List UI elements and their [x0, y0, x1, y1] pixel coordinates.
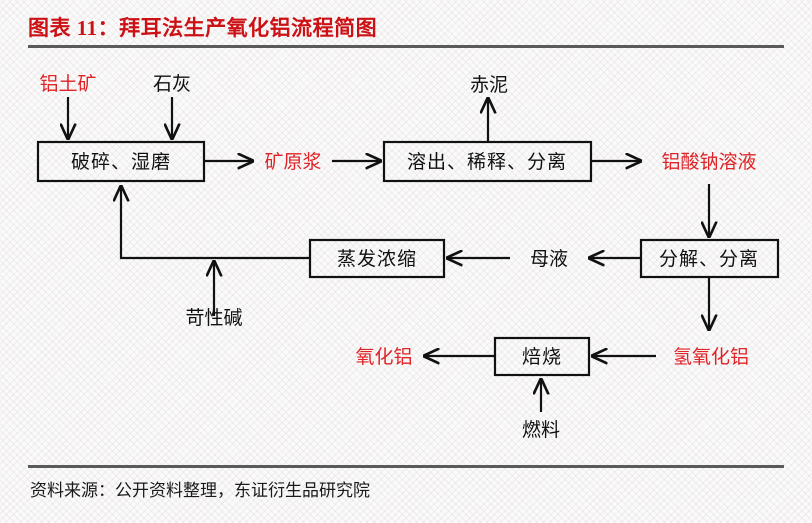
source-note: 资料来源：公开资料整理，东证衍生品研究院 [30, 481, 370, 500]
process-label-digest: 溶出、稀释、分离 [407, 151, 567, 173]
material-label-fuel: 燃料 [522, 419, 560, 441]
process-label-calcine: 焙烧 [522, 346, 562, 368]
material-label-red-mud: 赤泥 [470, 74, 508, 96]
material-label-lime: 石灰 [153, 73, 191, 95]
page-title: 图表 11：拜耳法生产氧化铝流程简图 [28, 16, 378, 40]
source-divider [28, 465, 784, 468]
title-divider [28, 45, 784, 48]
material-label-ore-slurry: 矿原浆 [264, 151, 321, 173]
material-label-caustic-soda: 苛性碱 [185, 307, 242, 329]
material-label-alumina: 氧化铝 [355, 346, 412, 368]
process-label-evaporate: 蒸发浓缩 [337, 248, 417, 270]
material-label-mother-liquor: 母液 [530, 248, 568, 270]
process-label-decompose: 分解、分离 [659, 248, 759, 270]
material-label-aluminum-hydroxide: 氢氧化铝 [673, 346, 749, 368]
connector-evaporate-to-crush [121, 186, 310, 260]
process-label-crush: 破碎、湿磨 [71, 151, 171, 173]
material-label-sodium-aluminate: 铝酸钠溶液 [661, 151, 756, 173]
material-label-bauxite: 铝土矿 [39, 73, 96, 95]
